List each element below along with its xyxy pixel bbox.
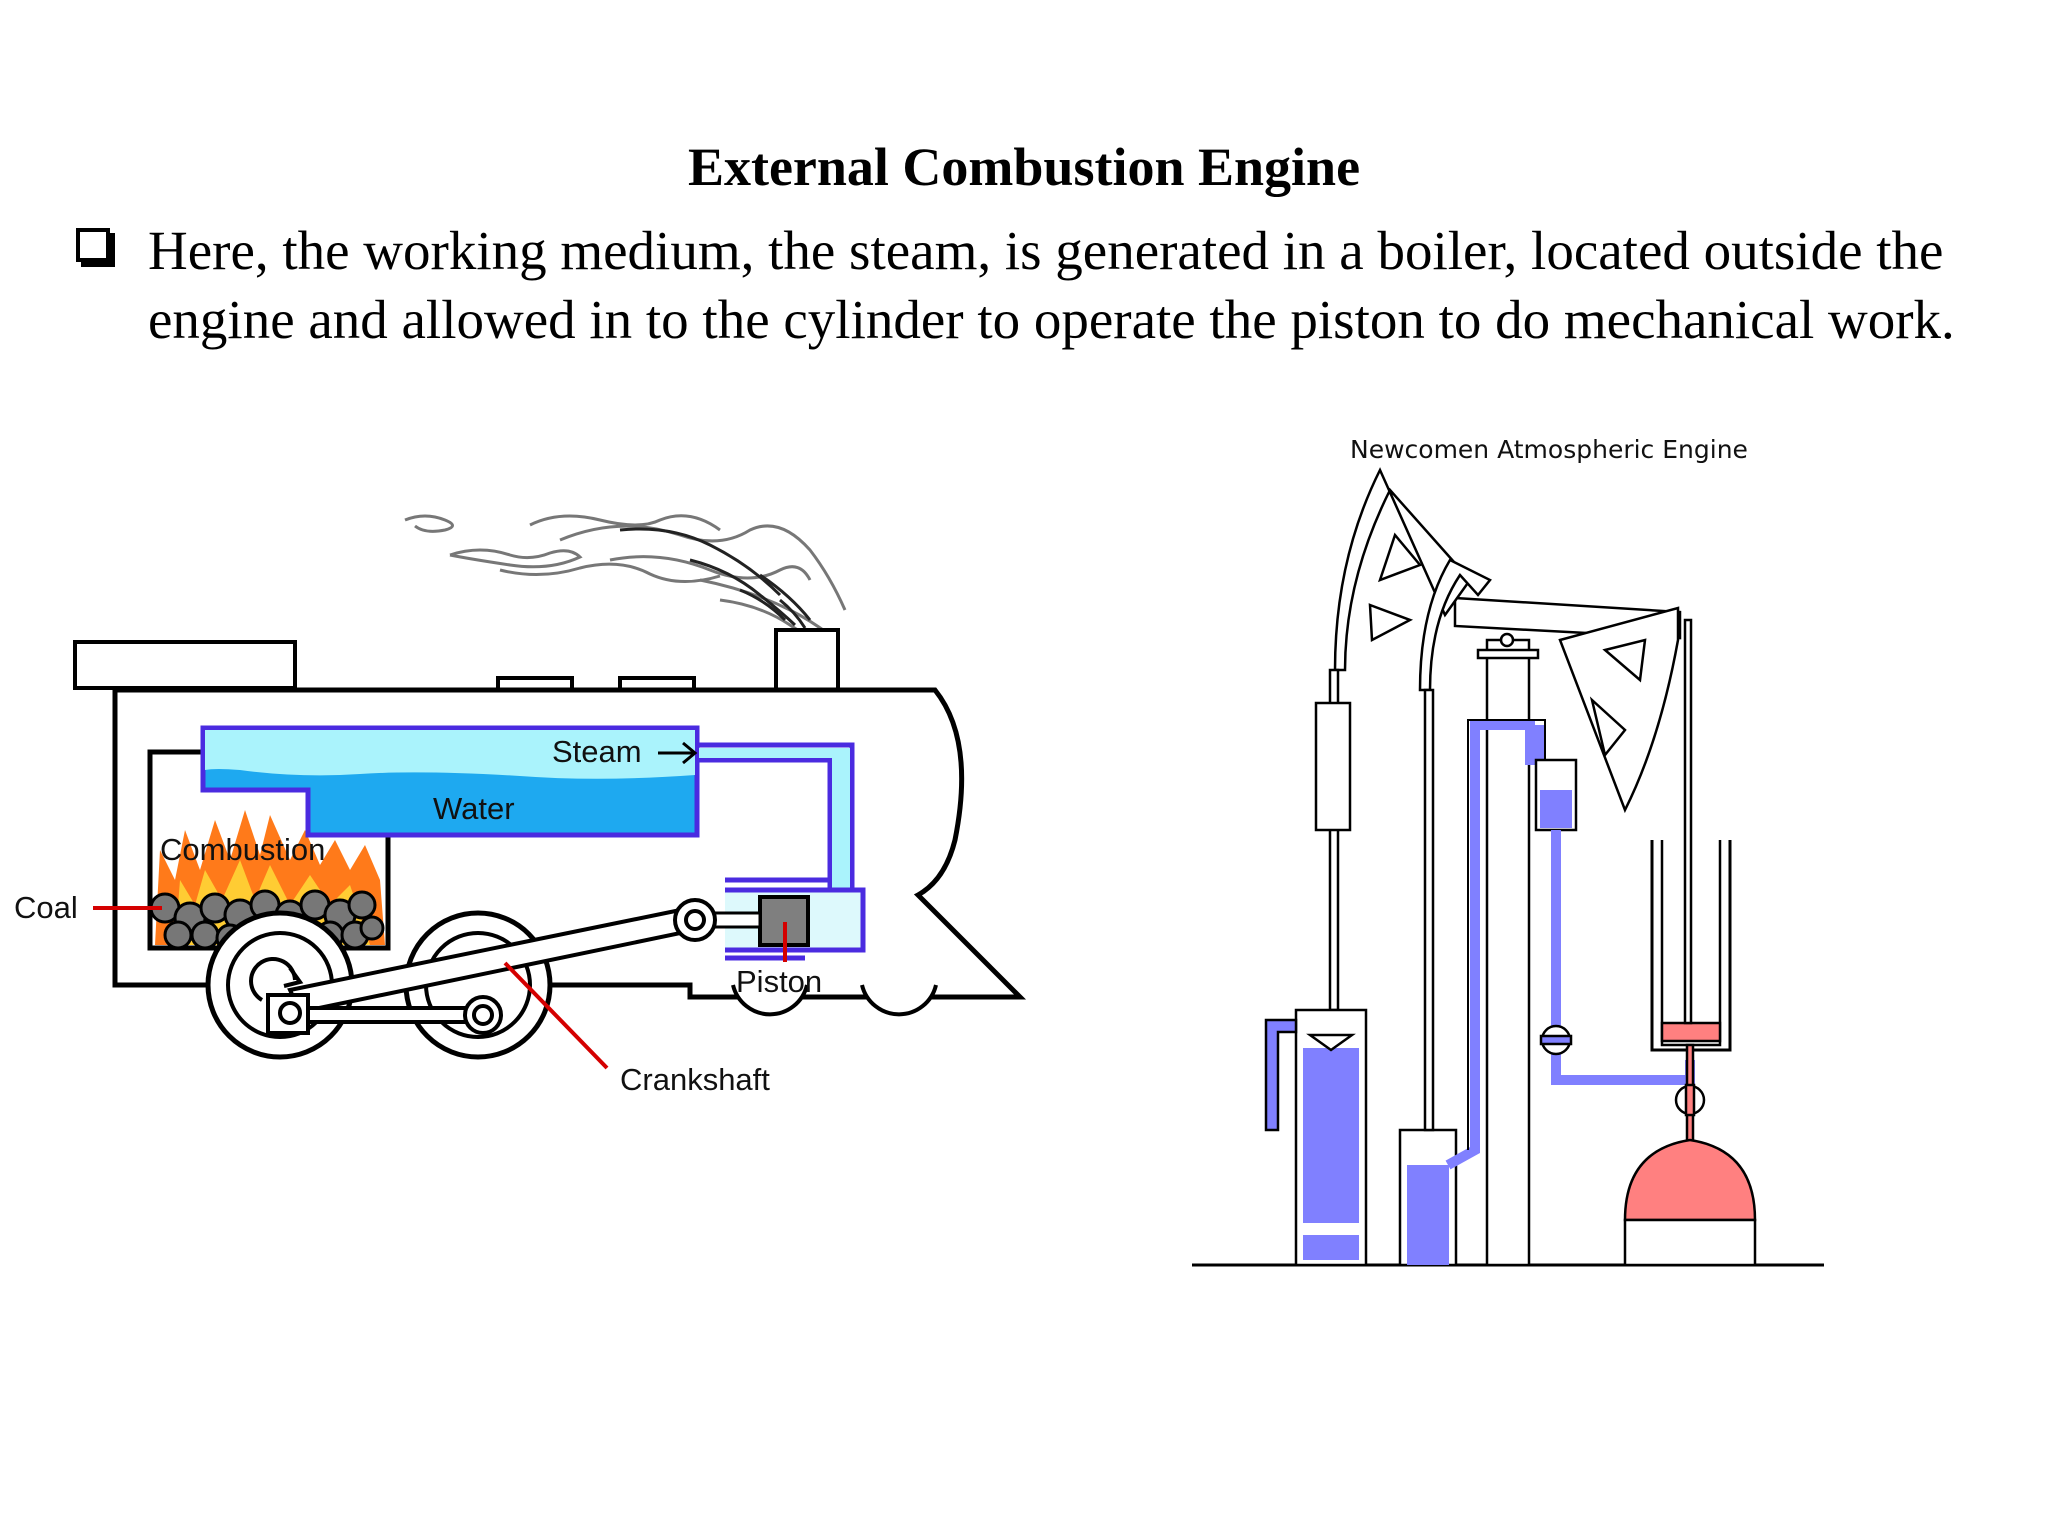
- right-arch-triangle-2: [1589, 696, 1627, 758]
- label-crankshaft: Crankshaft: [620, 1062, 770, 1097]
- injection-valve-bar: [1539, 1034, 1573, 1046]
- pump-water-left: [1303, 1048, 1359, 1223]
- label-coal: Coal: [14, 890, 78, 925]
- beam-post: [1485, 638, 1531, 1267]
- label-piston: Piston: [736, 964, 822, 999]
- cab-roof: [73, 640, 297, 690]
- slide-title: External Combustion Engine: [687, 137, 1361, 197]
- steam-space: [205, 730, 695, 779]
- rotation-arrowhead-icon: [283, 966, 304, 988]
- left-arch-triangle-2: [1368, 603, 1414, 643]
- steam-pipe-fill: [699, 748, 850, 892]
- label-water: Water: [433, 791, 515, 826]
- power-piston-rod: [1683, 618, 1693, 1025]
- beam-pivot: [1499, 632, 1515, 648]
- left-arch-triangle-1: [1377, 532, 1423, 583]
- pump-rod-sleeve: [1314, 701, 1352, 832]
- crosshead-pin: [684, 909, 706, 931]
- pump-rod-middle: [1423, 688, 1435, 1132]
- injection-pipe: [1551, 830, 1695, 1085]
- bullet-text: Here, the working medium, the steam, is …: [148, 220, 1955, 350]
- right-arch-head: [1558, 606, 1680, 814]
- steam-pipe-inner: [697, 757, 833, 890]
- beam-post-inner: [1476, 648, 1540, 660]
- left-arch-head: [1333, 467, 1472, 672]
- power-piston: [1660, 1021, 1722, 1043]
- locomotive-diagram: Steam Water Combustion Coal Piston Crank…: [14, 514, 1027, 1097]
- smoke: [404, 514, 847, 638]
- cylinder-outline: [725, 887, 866, 953]
- drive-pin: [472, 1004, 494, 1026]
- label-combustion: Combustion: [160, 832, 325, 867]
- crank-pin: [278, 1001, 302, 1025]
- steam-valve-bar: [1684, 1083, 1696, 1117]
- front-wheel-2: [860, 984, 938, 1017]
- boiler-dome: [1623, 1138, 1757, 1222]
- water-pipe-outline: [1467, 719, 1546, 1150]
- right-arch-triangle-1: [1602, 638, 1647, 683]
- label-steam: Steam: [552, 734, 642, 769]
- steam-pipe: [697, 742, 855, 950]
- injection-cistern-water: [1540, 790, 1572, 828]
- front-wheel-1: [731, 984, 809, 1017]
- newcomen-diagram: Newcomen Atmospheric Engine: [1192, 435, 1824, 1267]
- boiler-base: [1623, 1218, 1757, 1267]
- bullet-square-icon: [76, 228, 110, 262]
- smokestack: [774, 628, 840, 692]
- crankshaft-pointer: [503, 961, 609, 1070]
- pump-outlet-left: [1264, 1018, 1298, 1132]
- newcomen-title: Newcomen Atmospheric Engine: [1350, 435, 1748, 464]
- pump-valve-left: [1306, 1033, 1356, 1052]
- pump-water-middle: [1407, 1165, 1449, 1265]
- steam-arrow-icon: [658, 741, 698, 765]
- smoke-dark: [619, 527, 812, 629]
- pump-water-left-bottom: [1303, 1235, 1359, 1260]
